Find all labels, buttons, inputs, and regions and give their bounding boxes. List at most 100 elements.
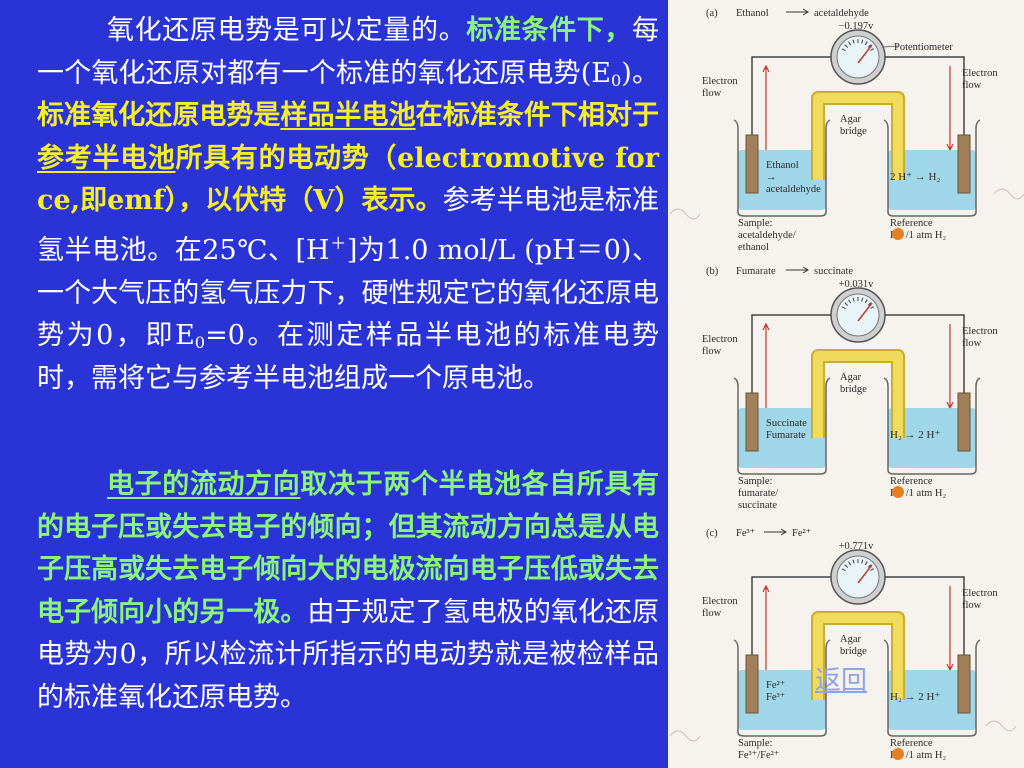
- proton-badge-icon: [892, 748, 904, 760]
- reaction-arrow-icon: [786, 266, 809, 274]
- voltage-c: +0.771v: [839, 541, 875, 552]
- right-solution-label-a: 2 H⁺ → H₂: [890, 171, 940, 183]
- p2-run-2: 由于规定了氢电极的氧化还原电势为0，所以检流计所指示的电动势就是被检样品的标准氧…: [37, 596, 660, 713]
- reaction-right-a: acetaldehyde: [814, 8, 869, 19]
- p1-run-8: 参考半电池: [37, 142, 176, 174]
- p1-run-1: 标准条件下，: [466, 15, 633, 46]
- agar-bridge: [811, 349, 905, 438]
- paragraph-standard-potential: 氧化还原电势是可以定量的。标准条件下，每一个氧化还原对都有一个标准的氧化还原电势…: [37, 10, 659, 400]
- left-solution-label-a: Ethanol→acetaldehyde: [766, 160, 821, 195]
- meter-needle: [857, 302, 873, 322]
- reaction-left-b: Fumarate: [736, 266, 776, 277]
- electron-flow-arrow-icon: [762, 584, 770, 670]
- p2-run-1: 取决于两个半电池各自所具有的电子压或失去电子的倾向；但其流动方向总是从电子压高或…: [37, 469, 660, 628]
- panel-tag-c: (c): [706, 528, 718, 539]
- p1-run-9: 所具有的电动势（electromotive force,即emf），以伏特（V）…: [37, 142, 660, 217]
- sample-electrode: [745, 392, 759, 452]
- solution-reference: [888, 150, 976, 210]
- sample-electrode: [745, 134, 759, 194]
- beaker-sample: [733, 377, 831, 475]
- p1-run-3: 0: [610, 70, 622, 90]
- p1-run-12: ]为1.0 mol/L (pH＝0)、一个大气压的氢气压力下，硬性规定它的氧化还…: [37, 234, 660, 352]
- handwriting-mark: [669, 730, 701, 742]
- right-solution-label-b: H₂ → 2 H⁺: [890, 429, 940, 441]
- electron-flow-arrow-icon: [762, 64, 770, 150]
- solution-sample: [738, 408, 826, 468]
- p1-run-4: )。: [621, 57, 659, 89]
- reference-electrode: [957, 654, 971, 714]
- beaker-reference: [883, 119, 981, 217]
- sample-label-b: Sample:fumarate/succinate: [738, 476, 778, 511]
- meter-needle: [857, 564, 873, 584]
- beaker-reference: [883, 377, 981, 475]
- paragraph-electron-flow: 电子的流动方向取决于两个半电池各自所具有的电子压或失去电子的倾向；但其流动方向总…: [37, 464, 659, 720]
- cell-diagrams: (a) Ethanol acetaldehyde −0.197vPotentiomet…: [669, 8, 1024, 761]
- electron-flow-arrow-icon: [946, 66, 954, 152]
- p1-run-7: 在标准条件下相对于: [415, 100, 660, 132]
- potentiometer-label: Potentiometer: [894, 42, 953, 53]
- reference-electrode: [957, 134, 971, 194]
- p2-run-0: 电子的流动方向: [107, 469, 301, 500]
- solution-reference: [888, 408, 976, 468]
- electron-flow-arrow-icon: [946, 586, 954, 672]
- voltage-b: +0.031v: [839, 279, 875, 290]
- p1-run-2: 每一个氧化还原对都有一个标准的氧化还原电势(E: [37, 15, 660, 89]
- right-solution-label-c: H₂ → 2 H⁺: [890, 691, 940, 703]
- reaction-arrow-icon: [764, 528, 787, 536]
- meter-needle: [857, 44, 873, 64]
- cell-panel-a: (a) Ethanol acetaldehyde −0.197vPotentiomet…: [702, 8, 998, 253]
- panel-tag-b: (b): [706, 266, 719, 277]
- sample-label-c: Sample:Fe³⁺/Fe²⁺: [738, 738, 780, 761]
- p1-run-11: ＋: [329, 233, 347, 253]
- sample-label-a: Sample:acetaldehyde/ethanol: [738, 218, 796, 253]
- agar-bridge: [811, 91, 905, 180]
- beaker-sample: [733, 639, 831, 737]
- sample-electrode: [745, 654, 759, 714]
- text-panel: 氧化还原电势是可以定量的。标准条件下，每一个氧化还原对都有一个标准的氧化还原电势…: [0, 0, 668, 768]
- panel-tag-a: (a): [706, 8, 718, 19]
- proton-badge-icon: [892, 228, 904, 240]
- proton-badge-icon: [892, 486, 904, 498]
- reaction-right-b: succinate: [814, 266, 853, 277]
- voltage-a: −0.197v: [839, 21, 875, 32]
- electron-flow-arrow-icon: [762, 322, 770, 408]
- reference-electrode: [957, 392, 971, 452]
- solution-sample: [738, 670, 826, 730]
- beaker-reference: [883, 639, 981, 737]
- p1-run-14: =0。在测定样品半电池的标准电势时，需将它与参考半电池组成一个原电池。: [37, 320, 659, 394]
- reaction-right-c: Fe²⁺: [792, 528, 812, 539]
- p1-run-6: 样品半电池: [280, 100, 416, 132]
- p1-run-13: 0: [194, 333, 206, 353]
- reaction-left-a: Ethanol: [736, 8, 769, 19]
- reaction-left-c: Fe³⁺: [736, 528, 756, 539]
- handwriting-mark: [993, 188, 1024, 200]
- solution-reference: [888, 670, 976, 730]
- reaction-arrow-icon: [786, 8, 809, 16]
- p1-run-0: 氧化还原电势是可以定量的。: [107, 15, 467, 46]
- handwriting-mark: [669, 208, 701, 220]
- left-solution-label-c: Fe²⁺Fe³⁺: [766, 680, 786, 703]
- solution-sample: [738, 150, 826, 210]
- p1-run-5: 标准氧化还原电势是: [37, 100, 281, 132]
- beaker-sample: [733, 119, 831, 217]
- p1-run-10: 参考半电池是标准氢半电池。在25℃、[H: [37, 185, 659, 266]
- handwriting-mark: [985, 720, 1017, 732]
- back-link[interactable]: 返回: [815, 666, 868, 696]
- electron-flow-arrow-icon: [946, 324, 954, 410]
